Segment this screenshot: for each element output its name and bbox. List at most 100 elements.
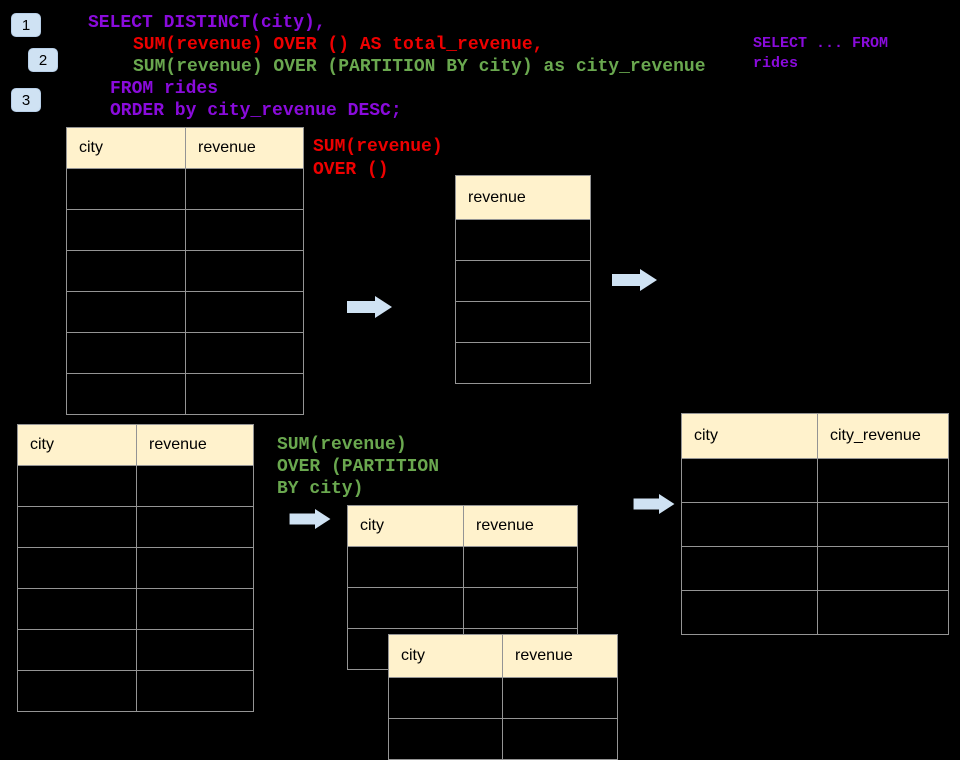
table-row [18, 670, 253, 711]
table-source-top: city revenue [66, 127, 304, 415]
table-cell [818, 503, 948, 546]
table-cell [186, 169, 303, 209]
table-row [18, 588, 253, 629]
table-cell [186, 292, 303, 332]
table-cell [137, 548, 253, 588]
table-partition-a: city revenue [347, 505, 578, 670]
table-cell [682, 591, 818, 634]
table-cell [67, 210, 186, 250]
column-header-revenue: revenue [149, 436, 207, 453]
annotation-total-line1: SUM(revenue) [313, 137, 443, 157]
table-cell [503, 719, 617, 759]
column-header-city: city [18, 425, 137, 465]
column-header-city: city [348, 506, 464, 546]
table-row [682, 546, 948, 590]
arrow-right-icon [632, 494, 676, 514]
annotation-partition-revenue: SUM(revenue) OVER (PARTITION BY city) [277, 434, 439, 500]
table-cell [456, 261, 590, 301]
table-cell [818, 591, 948, 634]
table-cell [18, 630, 137, 670]
table-source-top-header: city revenue [67, 128, 303, 168]
table-cell [18, 589, 137, 629]
annotation-partition-line2: OVER (PARTITION [277, 457, 440, 477]
arrow-right-icon [612, 269, 657, 291]
annotation-partition-line1: SUM(revenue) [277, 435, 407, 455]
annotation-total-revenue: SUM(revenue) OVER () [313, 136, 443, 182]
side-note-line1: SELECT ... FROM [753, 35, 889, 52]
table-cell [503, 678, 617, 718]
table-cell [456, 302, 590, 342]
table-final-result-header: city city_revenue [682, 414, 948, 458]
table-cell [456, 220, 590, 260]
table-row [348, 546, 577, 587]
table-cell [186, 333, 303, 373]
column-header-city: city [682, 414, 818, 458]
table-cell [137, 630, 253, 670]
table-row [67, 168, 303, 209]
step-badge-2: 2 [28, 48, 58, 72]
step-badge-1-label: 1 [21, 16, 31, 34]
table-row [67, 291, 303, 332]
column-header-revenue: revenue [198, 139, 256, 156]
column-header-city: city [389, 635, 503, 677]
table-cell [464, 547, 577, 587]
step-badge-2-label: 2 [38, 51, 48, 69]
table-cell [67, 333, 186, 373]
table-partition-a-header: city revenue [348, 506, 577, 546]
sql-line-select: SELECT DISTINCT(city), [88, 13, 326, 33]
table-cell [67, 374, 186, 414]
step-badge-1: 1 [11, 13, 41, 37]
column-header-revenue: revenue [515, 647, 573, 664]
table-row [456, 219, 590, 260]
table-partition-b: city revenue [388, 634, 618, 760]
table-row [456, 260, 590, 301]
table-row [456, 301, 590, 342]
table-cell [818, 459, 948, 502]
side-note-line2: rides [753, 55, 799, 72]
table-row [18, 629, 253, 670]
table-final-result: city city_revenue [681, 413, 949, 635]
step-badge-3-label: 3 [21, 91, 31, 109]
table-cell [18, 671, 137, 711]
table-row [18, 465, 253, 506]
table-source-bottom: city revenue [17, 424, 254, 712]
column-header-city-revenue: city_revenue [830, 427, 921, 444]
table-cell [186, 210, 303, 250]
table-row [67, 332, 303, 373]
table-row [682, 502, 948, 546]
arrow-right-icon [288, 509, 332, 529]
table-cell [137, 466, 253, 506]
step-badge-3: 3 [11, 88, 41, 112]
table-cell [137, 507, 253, 547]
table-cell [67, 292, 186, 332]
annotation-total-line2: OVER () [313, 160, 389, 180]
table-cell [389, 678, 503, 718]
table-cell [18, 466, 137, 506]
table-cell [682, 459, 818, 502]
table-cell [682, 547, 818, 590]
table-source-bottom-header: city revenue [18, 425, 253, 465]
table-cell [67, 251, 186, 291]
column-header-city: city [67, 128, 186, 168]
table-row [389, 718, 617, 759]
table-partition-b-header: city revenue [389, 635, 617, 677]
table-row [67, 373, 303, 414]
sql-line-order: ORDER by city_revenue DESC; [110, 101, 402, 121]
sql-line-from: FROM rides [110, 79, 219, 99]
sql-line-partition: SUM(revenue) OVER (PARTITION BY city) as… [133, 57, 706, 77]
column-header-revenue: revenue [476, 517, 534, 534]
table-row [67, 209, 303, 250]
table-cell [389, 719, 503, 759]
table-row [456, 342, 590, 383]
table-row [348, 587, 577, 628]
table-total-result: revenue [455, 175, 591, 384]
slide-canvas: { "colors": { "background": "#000000", "… [11, 13, 949, 760]
table-row [67, 250, 303, 291]
annotation-partition-line3: BY city) [277, 479, 364, 499]
table-cell [348, 588, 464, 628]
arrow-right-icon [347, 296, 392, 318]
table-cell [456, 343, 590, 383]
table-cell [186, 251, 303, 291]
table-cell [348, 547, 464, 587]
table-cell [464, 588, 577, 628]
